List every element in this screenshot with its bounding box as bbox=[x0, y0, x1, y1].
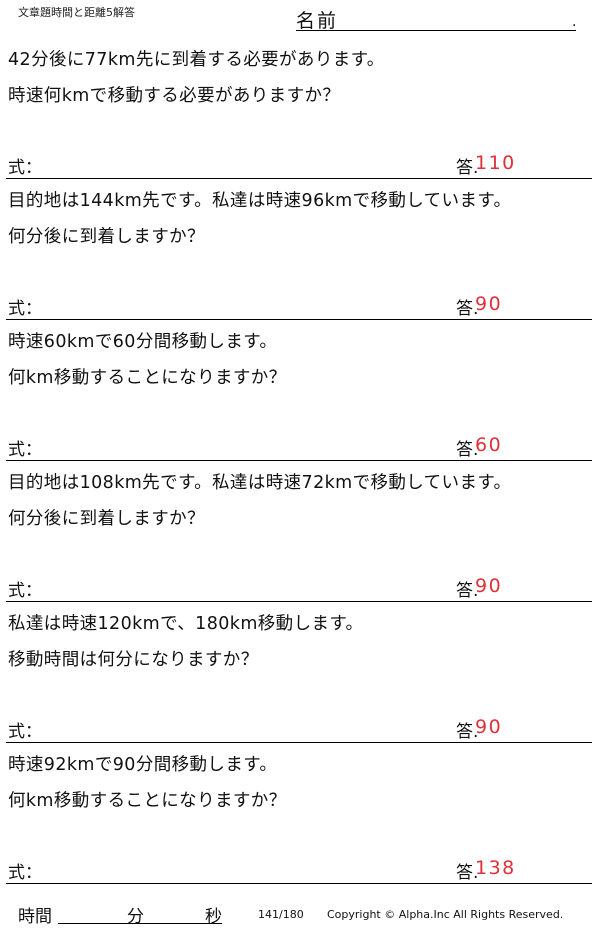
problem-4: 目的地は108km先です。私達は時速72kmで移動しています。 何分後に到着しま… bbox=[0, 465, 592, 607]
answer-value: 60 bbox=[475, 434, 503, 456]
problem-divider bbox=[6, 460, 592, 461]
problem-5: 私達は時速120kmで、180km移動します。 移動時間は何分になりますか？ 式… bbox=[0, 606, 592, 748]
problem-divider bbox=[6, 742, 592, 743]
question-line-1: 私達は時速120kmで、180km移動します。 bbox=[8, 614, 364, 634]
question-line-2: 時速何kmで移動する必要がありますか？ bbox=[8, 86, 341, 106]
page-number: 141/180 bbox=[258, 908, 304, 921]
problem-divider bbox=[6, 601, 592, 602]
answer-value: 90 bbox=[475, 293, 503, 315]
question-line-2: 何分後に到着しますか？ bbox=[8, 227, 205, 247]
answer-label: 答. bbox=[456, 722, 479, 742]
answer-value: 90 bbox=[475, 716, 503, 738]
copyright: Copyright © Alpha.Inc All Rights Reserve… bbox=[327, 908, 564, 921]
time-label: 時間 bbox=[18, 907, 52, 927]
worksheet-title: 文章題時間と距離5解答 bbox=[18, 6, 135, 19]
answer-value: 138 bbox=[475, 857, 516, 879]
answer-label: 答. bbox=[456, 299, 479, 319]
answer-value: 110 bbox=[475, 152, 516, 174]
formula-label: 式： bbox=[8, 863, 42, 883]
question-line-1: 時速92kmで90分間移動します。 bbox=[8, 755, 278, 775]
problem-2: 目的地は144km先です。私達は時速96kmで移動しています。 何分後に到着しま… bbox=[0, 183, 592, 325]
answer-label: 答. bbox=[456, 863, 479, 883]
formula-label: 式： bbox=[8, 722, 42, 742]
question-line-1: 目的地は144km先です。私達は時速96kmで移動しています。 bbox=[8, 191, 512, 211]
minutes-label: 分 bbox=[127, 907, 144, 927]
formula-label: 式： bbox=[8, 158, 42, 178]
answer-label: 答. bbox=[456, 158, 479, 178]
name-field-end: . bbox=[572, 14, 577, 30]
answer-label: 答. bbox=[456, 440, 479, 460]
question-line-2: 移動時間は何分になりますか？ bbox=[8, 650, 259, 670]
name-label: 名前 bbox=[296, 10, 339, 32]
answer-value: 90 bbox=[475, 575, 503, 597]
problem-6: 時速92kmで90分間移動します。 何km移動することになりますか？ 式： 答.… bbox=[0, 747, 592, 889]
question-line-2: 何分後に到着しますか？ bbox=[8, 509, 205, 529]
formula-label: 式： bbox=[8, 440, 42, 460]
question-line-1: 42分後に77km先に到着する必要があります。 bbox=[8, 50, 385, 70]
formula-label: 式： bbox=[8, 299, 42, 319]
problem-1: 42分後に77km先に到着する必要があります。 時速何kmで移動する必要がありま… bbox=[0, 42, 592, 184]
problem-divider bbox=[6, 319, 592, 320]
problem-3: 時速60kmで60分間移動します。 何km移動することになりますか？ 式： 答.… bbox=[0, 324, 592, 466]
problem-divider bbox=[6, 178, 592, 179]
question-line-2: 何km移動することになりますか？ bbox=[8, 791, 287, 811]
question-line-1: 時速60kmで60分間移動します。 bbox=[8, 332, 278, 352]
name-field-line bbox=[296, 30, 576, 31]
question-line-1: 目的地は108km先です。私達は時速72kmで移動しています。 bbox=[8, 473, 512, 493]
formula-label: 式： bbox=[8, 581, 42, 601]
answer-label: 答. bbox=[456, 581, 479, 601]
seconds-label: 秒 bbox=[205, 907, 222, 927]
problem-divider bbox=[6, 883, 592, 884]
question-line-2: 何km移動することになりますか？ bbox=[8, 368, 287, 388]
time-field-line bbox=[58, 923, 222, 924]
